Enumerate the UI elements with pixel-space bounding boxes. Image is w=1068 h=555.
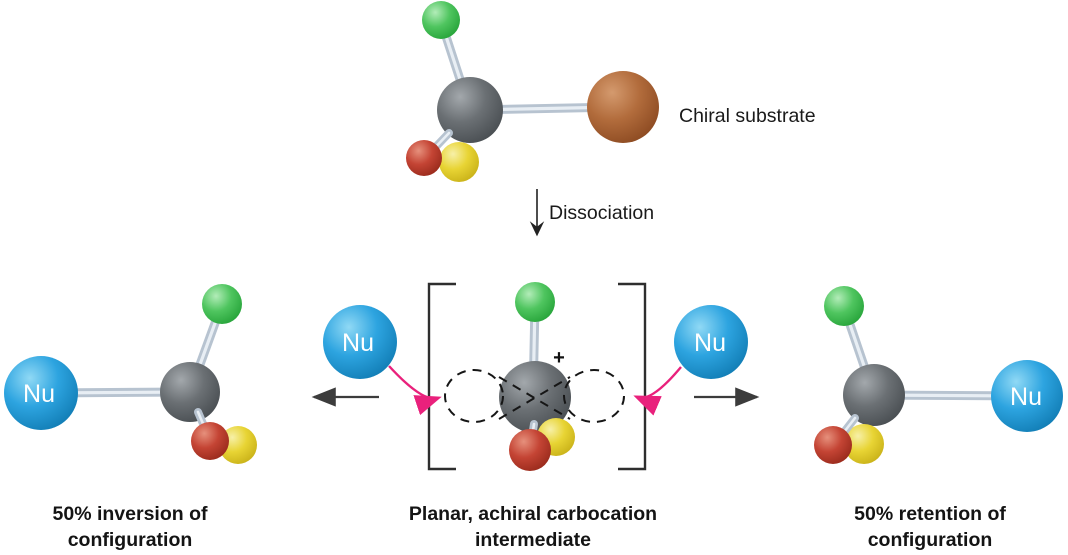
yellow-substituent-atom bbox=[844, 424, 884, 464]
caption-line: 50% retention of bbox=[854, 503, 1006, 525]
chiral-substrate-label: Chiral substrate bbox=[679, 105, 816, 127]
attack-arrow-left bbox=[388, 365, 442, 416]
red-substituent-atom bbox=[509, 429, 551, 471]
nucleophile-label: Nu bbox=[694, 329, 726, 357]
carbon-atom bbox=[499, 361, 571, 433]
caption-line: Planar, achiral carbocation bbox=[409, 503, 657, 525]
attack-arrow-right bbox=[633, 366, 682, 416]
p-orbital-lobe-right bbox=[563, 369, 625, 423]
left-bracket bbox=[427, 282, 456, 471]
nucleophile-atom bbox=[4, 356, 78, 430]
nucleophile-label: Nu bbox=[342, 329, 374, 357]
nucleophile-left: Nu bbox=[323, 305, 397, 379]
dissociation-label: Dissociation bbox=[549, 202, 654, 224]
carbon-atom bbox=[843, 364, 905, 426]
nucleophile-label: Nu bbox=[23, 380, 55, 408]
nucleophile-atom bbox=[323, 305, 397, 379]
carbon-atom bbox=[437, 77, 503, 143]
caption-line: configuration bbox=[68, 529, 193, 551]
nucleophile-atom bbox=[991, 360, 1063, 432]
retention-product-molecule: Nu bbox=[814, 286, 1063, 464]
caption-line: intermediate bbox=[475, 529, 591, 551]
orbital-node-line bbox=[498, 376, 571, 420]
caption-intermediate: Planar, achiral carbocation intermediate bbox=[409, 503, 657, 551]
nucleophile-atom bbox=[674, 305, 748, 379]
yellow-substituent-atom bbox=[219, 426, 257, 464]
red-substituent-atom bbox=[191, 422, 229, 460]
orbital-node-line bbox=[498, 376, 571, 420]
right-bracket bbox=[618, 282, 647, 471]
caption-line: configuration bbox=[868, 529, 993, 551]
nucleophile-right: Nu bbox=[674, 305, 748, 379]
chiral-substrate-molecule bbox=[406, 1, 659, 182]
nucleophile-label: Nu bbox=[1010, 383, 1042, 411]
green-substituent-atom bbox=[824, 286, 864, 326]
leaving-group-atom bbox=[587, 71, 659, 143]
caption-line: 50% inversion of bbox=[53, 503, 208, 525]
yellow-substituent-atom bbox=[439, 142, 479, 182]
caption-retention: 50% retention of configuration bbox=[854, 503, 1006, 551]
green-substituent-atom bbox=[515, 282, 555, 322]
carbocation-intermediate: + bbox=[427, 282, 647, 471]
carbon-atom bbox=[160, 362, 220, 422]
green-substituent-atom bbox=[202, 284, 242, 324]
green-substituent-atom bbox=[422, 1, 460, 39]
red-substituent-atom bbox=[814, 426, 852, 464]
p-orbital-lobe-left bbox=[444, 369, 504, 423]
red-substituent-atom bbox=[406, 140, 442, 176]
inversion-product-molecule: Nu bbox=[4, 284, 257, 464]
caption-inversion: 50% inversion of configuration bbox=[53, 503, 208, 551]
positive-charge: + bbox=[553, 347, 565, 369]
